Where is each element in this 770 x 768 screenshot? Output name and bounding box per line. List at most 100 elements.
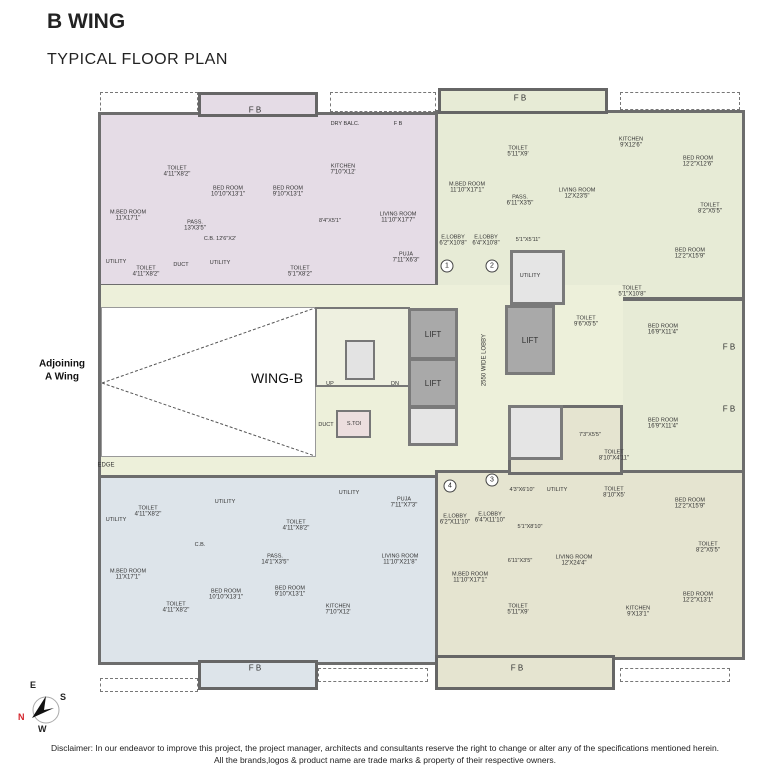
- lift-3: LIFT: [505, 305, 555, 375]
- compass-south: S: [60, 692, 67, 702]
- lobby-label: 2550 WIDE LOBBY: [481, 333, 488, 387]
- room-utility: UTILITY: [214, 498, 236, 505]
- service-shaft: [408, 406, 458, 446]
- wing-title: B WING: [47, 10, 126, 33]
- duct-label: DUCT: [318, 421, 334, 428]
- room-dimension: 5'1"X8'10": [517, 523, 543, 530]
- flat-entry-4: 4: [443, 479, 457, 493]
- flat-entry-3: 3: [485, 473, 499, 487]
- room-passage: PASS.14'1"X3'5": [261, 553, 289, 566]
- disclaimer-line-2: All the brands,logos & product name are …: [213, 755, 557, 765]
- compass-west: W: [38, 724, 47, 734]
- open-terrace: [318, 668, 428, 682]
- flower-bed: [198, 660, 318, 690]
- lift-label: LIFT: [424, 378, 442, 388]
- adjoining-wing-area: [101, 307, 316, 457]
- compass-north: N: [18, 712, 25, 722]
- room-utility: UTILITY: [105, 516, 127, 523]
- flower-bed: [435, 655, 615, 690]
- room-dimension: 6'11"X3'5": [507, 557, 533, 564]
- flat-bottom-left: [98, 475, 438, 665]
- service-toilet: [336, 410, 371, 438]
- compass-east: E: [30, 680, 37, 690]
- room-utility: UTILITY: [105, 258, 127, 265]
- open-terrace: [620, 92, 740, 110]
- flat-entry-2: 2: [485, 259, 499, 273]
- flower-bed: [198, 92, 318, 117]
- cupboard-label: C.B.: [194, 541, 206, 548]
- cupboard-label: C.B. 12'6"X2': [203, 235, 237, 242]
- open-terrace: [100, 678, 198, 692]
- edge-label: EDGE: [97, 462, 115, 469]
- flat-right-bedrooms: [620, 298, 745, 473]
- service-shaft: [510, 250, 565, 305]
- compass-arrow-icon: [32, 696, 60, 724]
- compass: E S N W: [12, 680, 72, 740]
- flower-bed: [438, 88, 608, 114]
- dry-balcony-label: DRY BALC.: [330, 120, 360, 127]
- open-terrace: [330, 92, 436, 112]
- room-dimension: 7'3"X5'5": [579, 431, 601, 438]
- lift-label: LIFT: [424, 329, 442, 339]
- room-utility: UTILITY: [546, 486, 568, 493]
- room-passage: PASS.13'X3'5": [184, 219, 206, 232]
- service-toilet-label: S.TOI: [346, 420, 362, 427]
- fb-label: F B: [248, 105, 262, 115]
- adjoining-lines: [102, 308, 316, 457]
- stair-up-label: UP: [326, 380, 334, 387]
- wing-label: WING-B: [250, 369, 304, 386]
- flat-top-left: [98, 112, 438, 287]
- fb-label: F B: [513, 93, 527, 103]
- service-shaft: [508, 405, 563, 460]
- room-dimension: 8'4"X5'1": [319, 217, 341, 224]
- flat-bottom-right: [435, 470, 745, 660]
- lift-label: LIFT: [521, 335, 539, 345]
- fb-label: F B: [510, 663, 524, 673]
- adjoining-label: A Wing: [45, 371, 79, 383]
- stair-well: [345, 340, 375, 380]
- flat-entry-1: 1: [440, 259, 454, 273]
- room-dimension: 5'1"X5'11": [515, 236, 541, 243]
- room-dimension: 4'3"X6'10": [509, 486, 535, 493]
- fb-label: F B: [248, 663, 262, 673]
- fb-label: F B: [722, 404, 736, 414]
- room-utility: UTILITY: [519, 272, 541, 279]
